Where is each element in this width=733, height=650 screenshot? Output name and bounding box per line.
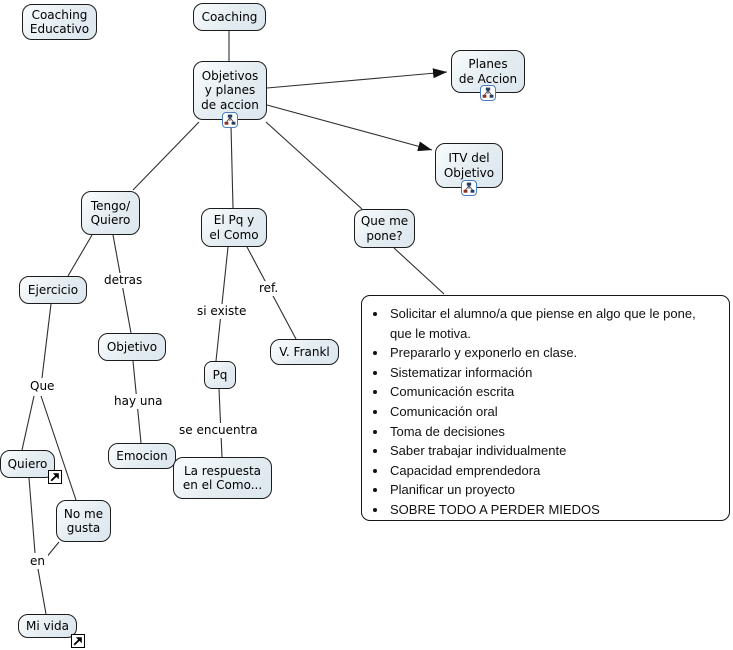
list-item: Solicitar el alumno/a que piense en algo… [388, 304, 721, 343]
link-label-detras[interactable]: detras [101, 273, 146, 288]
submap-icon-planes[interactable] [480, 85, 496, 101]
connector-objetivos-tengo [132, 121, 200, 191]
list-item: Capacidad emprendedora [388, 461, 721, 481]
link-label-si-existe[interactable]: si existe [194, 304, 250, 319]
node-coaching[interactable]: Coaching [193, 3, 266, 31]
connector-objetivos-itv-arrow [266, 104, 433, 152]
node-pq[interactable]: Pq [204, 361, 236, 389]
list-item: Planificar un proyecto [388, 480, 721, 500]
resource-link-icon-quiero[interactable] [48, 470, 62, 484]
connector-que-quiero [21, 395, 35, 451]
submap-icon-itv[interactable] [461, 180, 477, 196]
link-label-que[interactable]: Que [27, 379, 58, 394]
notes-box[interactable]: Solicitar el alumno/a que piense en algo… [361, 295, 730, 521]
list-item: SOBRE TODO A PERDER MIEDOS [388, 500, 721, 520]
node-ejercicio[interactable]: Ejercicio [19, 276, 87, 304]
list-item: Comunicación escrita [388, 382, 721, 402]
node-no-me-gusta[interactable]: No me gusta [56, 500, 111, 542]
connector-objetivos-planes-arrow [266, 68, 448, 89]
node-la-respuesta[interactable]: La respuesta en el Como... [173, 457, 272, 499]
connector-ejercicio-que [41, 303, 52, 379]
node-mi-vida[interactable]: Mi vida [18, 614, 77, 638]
link-label-se-encuentra[interactable]: se encuentra [176, 423, 261, 438]
bullet-list: Solicitar el alumno/a que piense en algo… [362, 304, 729, 520]
link-label-hay-una[interactable]: hay una [111, 394, 166, 409]
connector-tengo-ejercicio [67, 234, 93, 277]
node-itv-del-objetivo[interactable]: ITV del Objetivo [435, 143, 503, 188]
connector-objetivos-quemepone [265, 121, 363, 210]
list-item: Comunicación oral [388, 402, 721, 422]
node-tengo-quiero[interactable]: Tengo/ Quiero [81, 191, 140, 235]
node-coaching-educativo[interactable]: Coaching Educativo [22, 4, 97, 40]
node-que-me-pone[interactable]: Que me pone? [354, 209, 415, 248]
list-item: Saber trabajar individualmente [388, 441, 721, 461]
node-emocion[interactable]: Emocion [108, 443, 176, 469]
connector-objetivos-elpq [230, 125, 234, 209]
node-quiero[interactable]: Quiero [0, 450, 55, 478]
resource-link-icon-mi-vida[interactable] [71, 634, 85, 648]
link-label-ref[interactable]: ref. [256, 281, 282, 296]
node-objetivo[interactable]: Objetivo [98, 333, 166, 361]
link-label-en[interactable]: en [27, 554, 48, 569]
connector-quemepone-notes [393, 247, 445, 295]
list-item: Prepararlo y exponerlo en clase. [388, 343, 721, 363]
connector-en-mivida [37, 568, 47, 615]
node-v-frankl[interactable]: V. Frankl [270, 339, 339, 365]
node-el-pq-y-el-como[interactable]: El Pq y el Como [201, 208, 267, 247]
connector-que-nomegusta [40, 395, 77, 501]
submap-icon-objetivos[interactable] [222, 112, 238, 128]
connector-quiero-en [28, 477, 36, 554]
list-item: Sistematizar información [388, 363, 721, 383]
list-item: Toma de decisiones [388, 422, 721, 442]
